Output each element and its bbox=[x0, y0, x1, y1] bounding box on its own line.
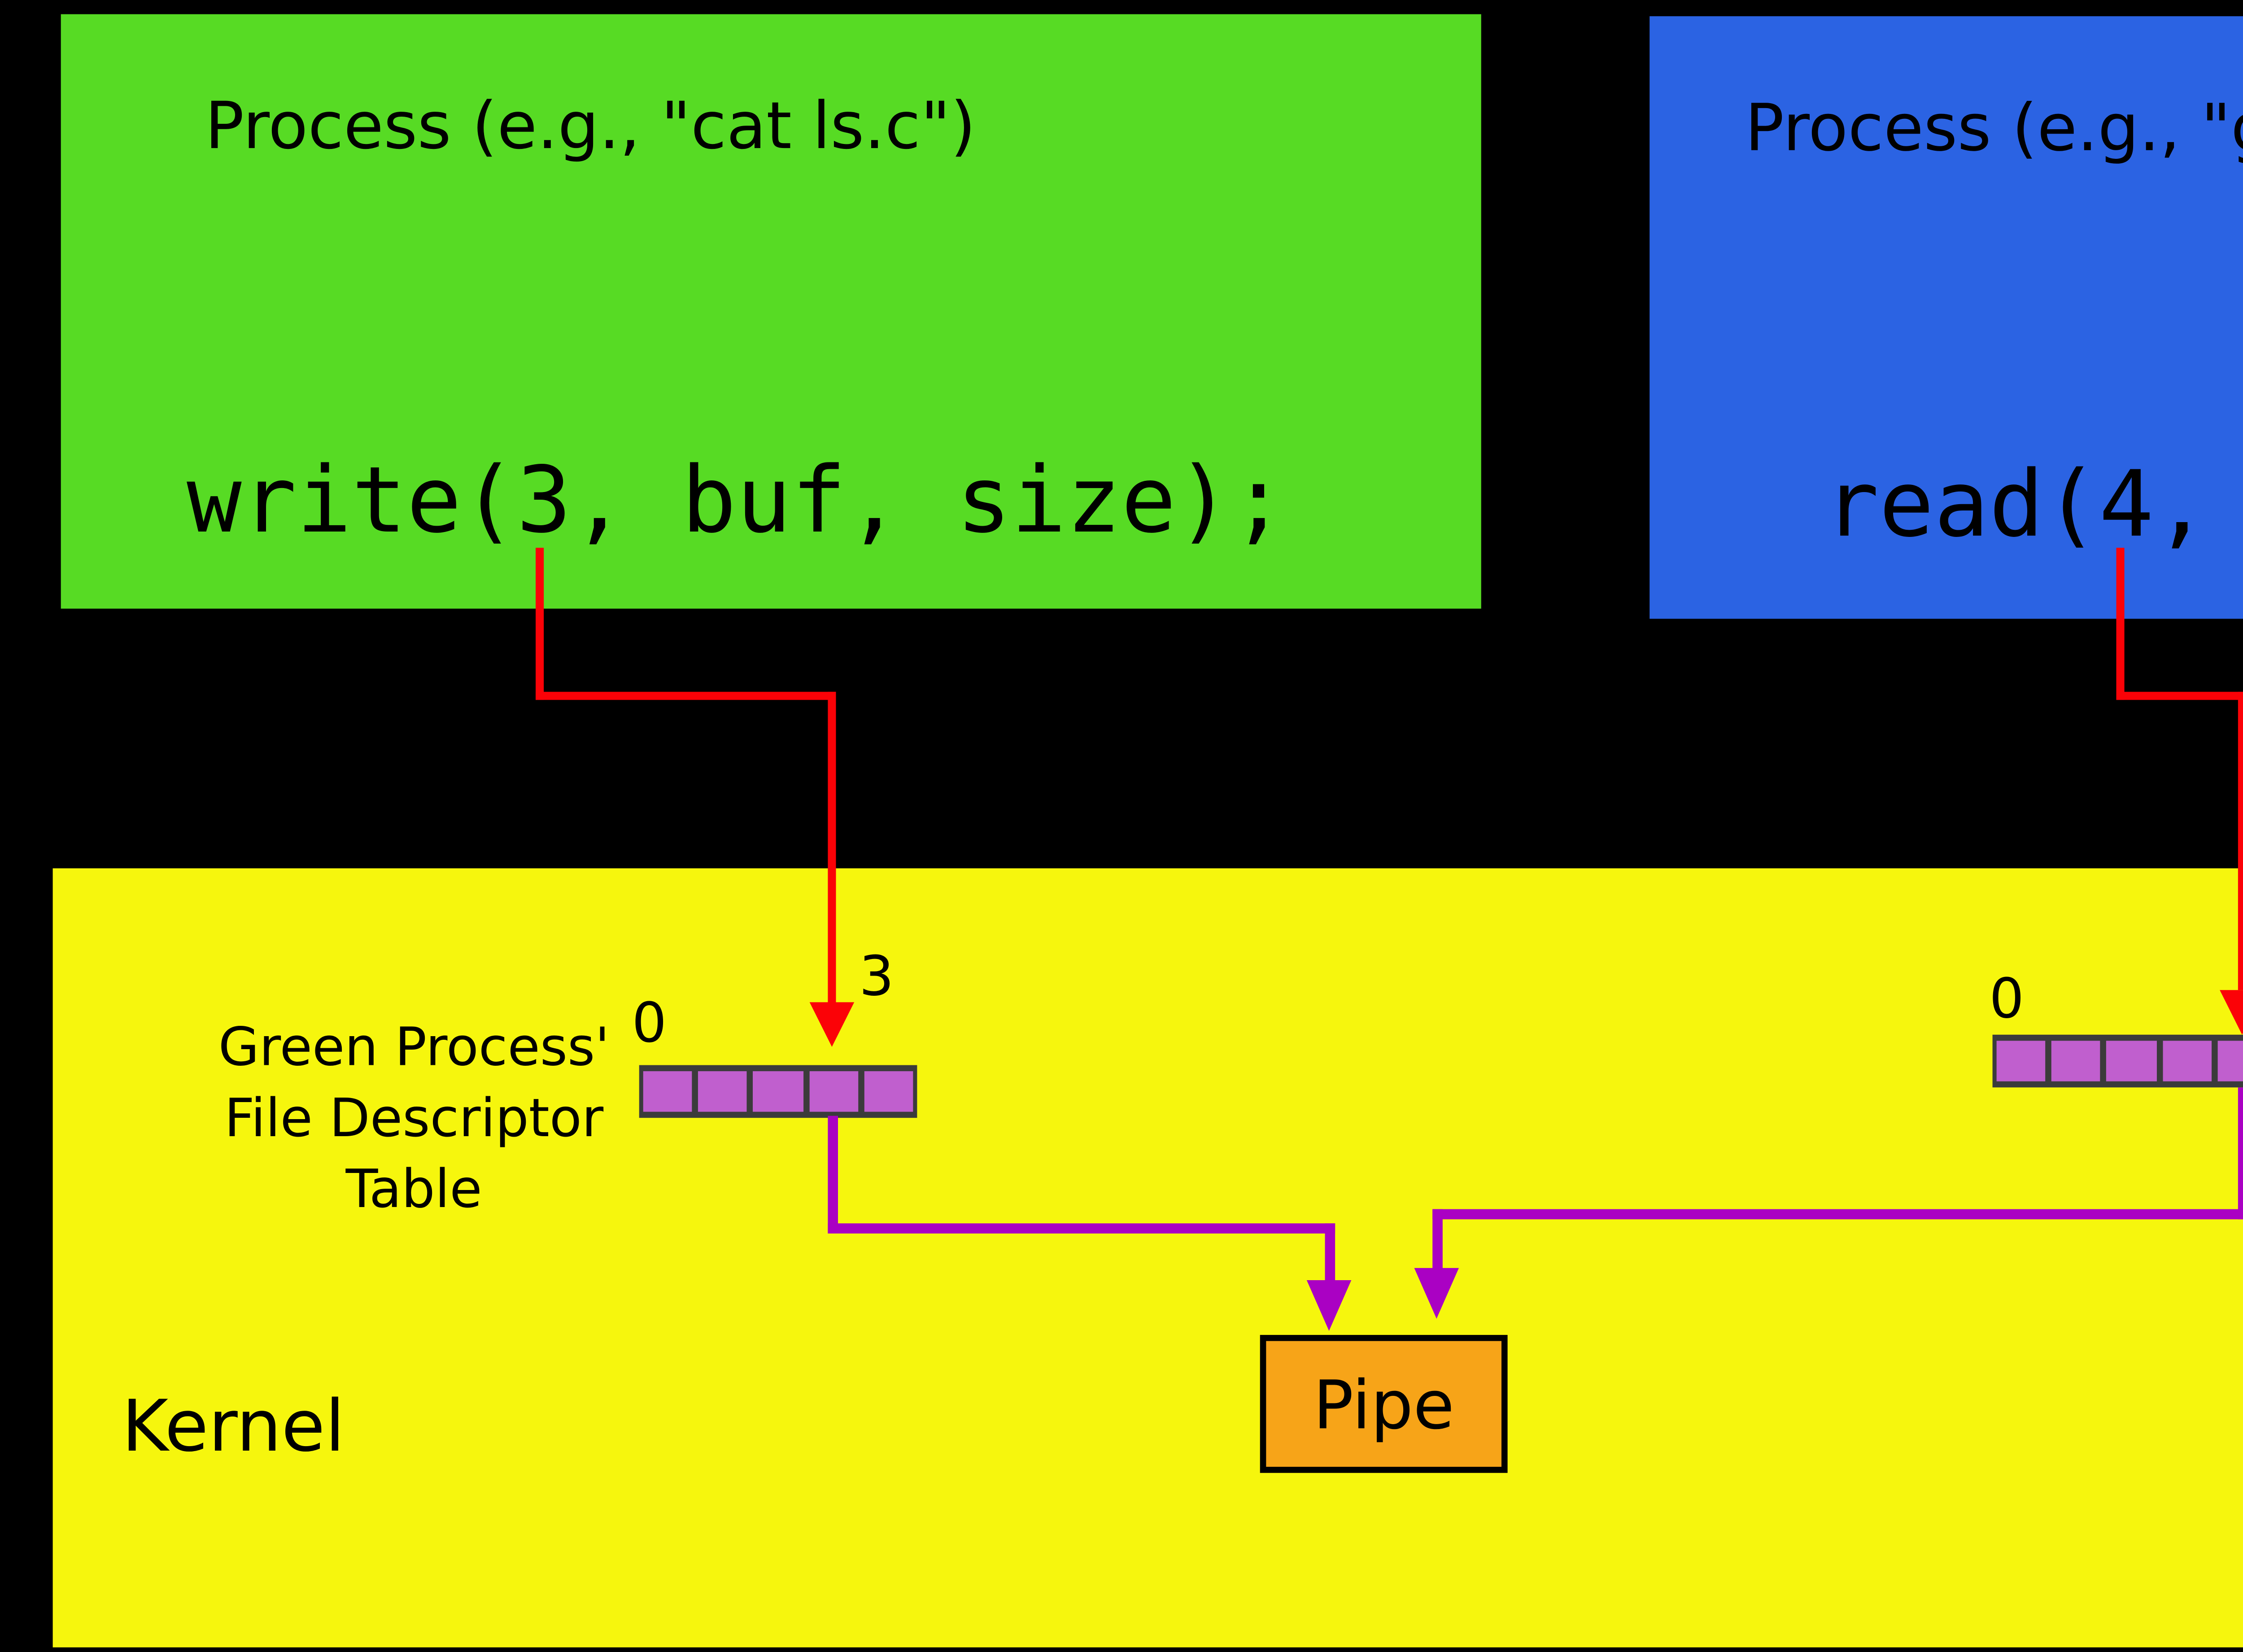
fd-cell bbox=[864, 1071, 913, 1112]
read-arrow-segment-across-icon bbox=[2116, 692, 2243, 700]
green-fd-index-0: 0 bbox=[632, 993, 667, 1056]
blue-fd-to-pipe-segment-down-icon bbox=[2238, 1087, 2243, 1220]
fd-cell bbox=[2217, 1041, 2243, 1081]
green-fd-to-pipe-arrowhead-icon bbox=[1306, 1280, 1352, 1331]
fd-cell bbox=[1996, 1041, 2046, 1081]
caption-line-1: Green Process' bbox=[218, 1018, 610, 1080]
green-fd-to-pipe-segment-across-icon bbox=[828, 1223, 1335, 1234]
write-arrow-segment-into-kernel-icon bbox=[828, 692, 836, 1007]
green-process-title: Process (e.g., "cat ls.c") bbox=[205, 87, 976, 165]
blue-process-box: Process (e.g., "grep main") read(4, buf,… bbox=[1650, 16, 2243, 619]
green-fd-table-caption: Green Process' File Descriptor Table bbox=[122, 1015, 706, 1228]
green-fd-index-3: 3 bbox=[859, 946, 894, 1010]
write-arrowhead-icon bbox=[809, 1002, 855, 1047]
read-arrow-segment-into-kernel-icon bbox=[2238, 692, 2243, 990]
kernel-label: Kernel bbox=[122, 1387, 345, 1469]
caption-line-2: File Descriptor bbox=[224, 1089, 604, 1151]
fd-cell bbox=[643, 1071, 693, 1112]
green-process-write-call: write(3, buf, size); bbox=[187, 446, 1286, 554]
caption-line-3: Table bbox=[345, 1160, 482, 1221]
fd-cell bbox=[2051, 1041, 2101, 1081]
blue-fd-to-pipe-segment-across-icon bbox=[1432, 1209, 2243, 1220]
fd-cell bbox=[808, 1071, 858, 1112]
blue-fd-index-0: 0 bbox=[1989, 968, 2025, 1032]
blue-fd-table bbox=[1992, 1034, 2243, 1088]
blue-fd-to-pipe-arrowhead-icon bbox=[1414, 1268, 1459, 1319]
write-arrow-segment-across-icon bbox=[536, 692, 836, 700]
pipe-label: Pipe bbox=[1313, 1364, 1455, 1444]
blue-process-title: Process (e.g., "grep main") bbox=[1745, 89, 2243, 166]
kernel-box: Kernel Green Process' File Descriptor Ta… bbox=[52, 868, 2243, 1648]
read-arrow-segment-down-icon bbox=[2116, 548, 2125, 700]
read-arrowhead-icon bbox=[2220, 990, 2243, 1035]
fd-cell bbox=[698, 1071, 748, 1112]
green-fd-to-pipe-segment-drop-icon bbox=[1325, 1223, 1335, 1285]
green-fd-table bbox=[639, 1065, 917, 1118]
fd-cell bbox=[2162, 1041, 2212, 1081]
green-process-box: Process (e.g., "cat ls.c") write(3, buf,… bbox=[61, 14, 1481, 609]
blue-process-read-call: read(4, buf, size); bbox=[1824, 450, 2243, 558]
blue-fd-to-pipe-segment-drop-icon bbox=[1432, 1209, 1443, 1272]
pipe-box: Pipe bbox=[1260, 1335, 1508, 1473]
write-arrow-segment-down-icon bbox=[536, 548, 544, 700]
fd-cell bbox=[2107, 1041, 2156, 1081]
green-fd-to-pipe-segment-down-icon bbox=[828, 1116, 838, 1234]
fd-cell bbox=[753, 1071, 803, 1112]
